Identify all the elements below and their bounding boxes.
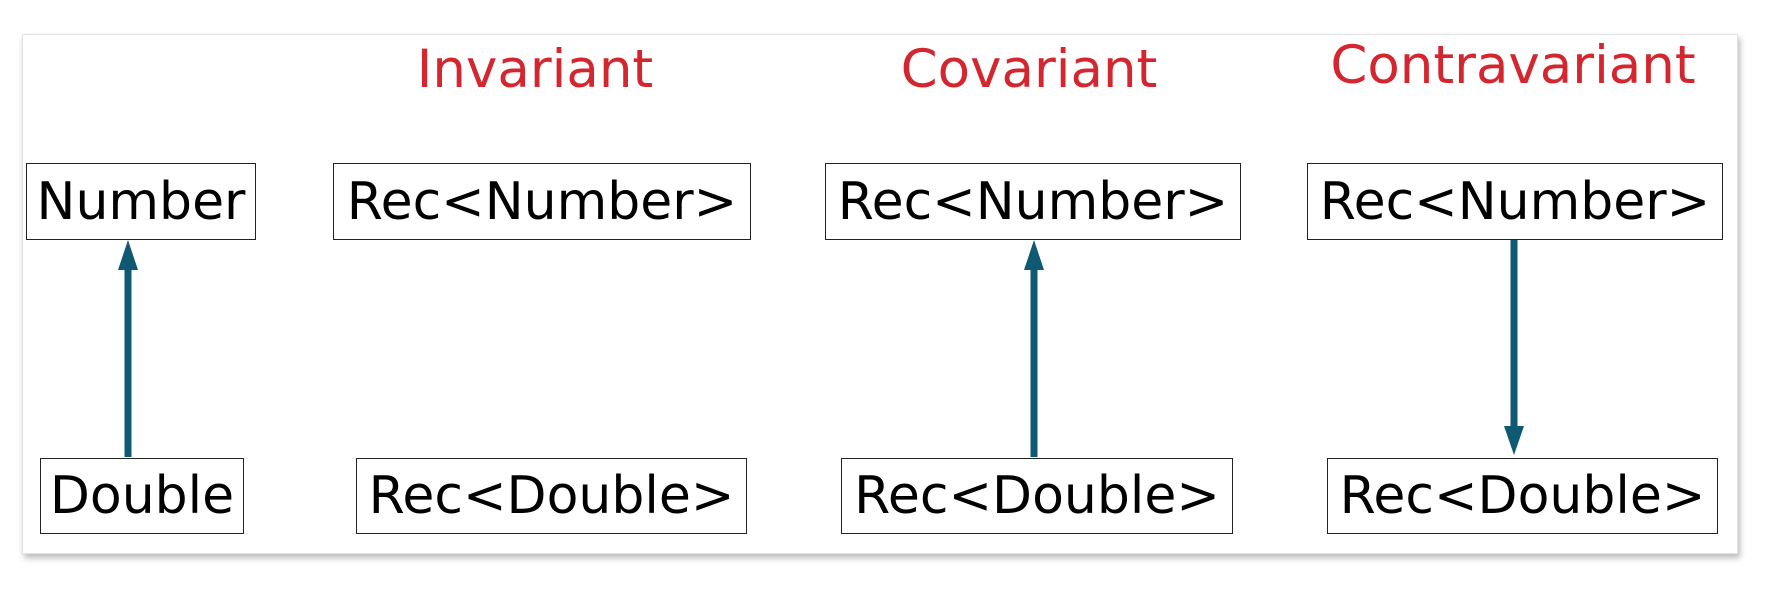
heading-invariant: Invariant: [416, 39, 654, 100]
arrow-covariant-up: [1024, 240, 1044, 457]
heading-covariant: Covariant: [900, 39, 1158, 100]
heading-contravariant: Contravariant: [1330, 35, 1696, 96]
box-invariant-rec-double: Rec<Double>: [356, 458, 747, 534]
box-contravariant-rec-double: Rec<Double>: [1327, 458, 1718, 534]
box-number: Number: [26, 163, 256, 240]
box-covariant-rec-number: Rec<Number>: [825, 163, 1241, 240]
box-covariant-rec-double: Rec<Double>: [841, 458, 1233, 534]
box-contravariant-rec-number: Rec<Number>: [1307, 163, 1723, 240]
box-invariant-rec-number: Rec<Number>: [333, 163, 751, 240]
arrow-double-to-number: [118, 240, 138, 457]
arrow-contravariant-down: [1504, 240, 1524, 455]
box-double: Double: [40, 458, 244, 534]
